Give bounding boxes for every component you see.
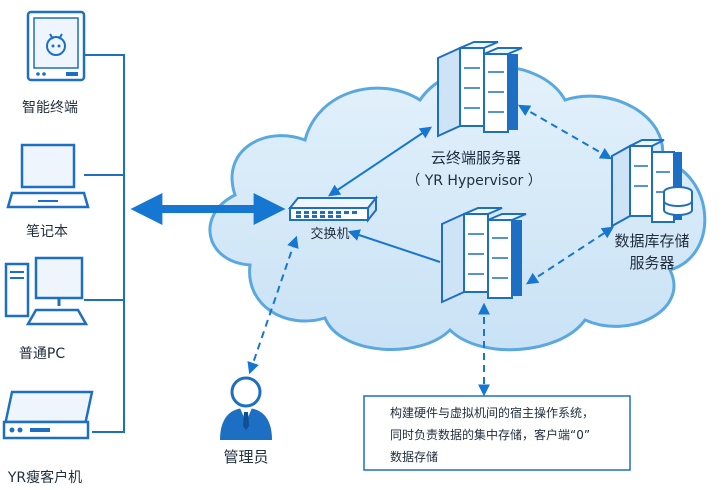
cloud-server-to-db-link [517,104,613,160]
database-server-icon [611,139,693,228]
desktop-pc-icon [4,256,89,326]
pc-label: 普通PC [19,346,65,362]
admin-label: 管理员 [223,448,268,466]
host-to-db-link [525,226,615,285]
switch-to-cloud-server-link [328,126,432,197]
callout-line2: 同时负责数据的集中存储，客户端“0” [390,427,590,442]
db-server-label-line1: 数据库存储 [614,232,689,250]
host-server-icon [441,207,527,304]
db-server-label-line2: 服务器 [629,254,674,272]
server-rack-icon [437,41,523,138]
laptop-label: 笔记本 [26,224,68,240]
callout-box: 构建硬件与虚拟机间的宿主操作系统， 同时负责数据的集中存储，客户端“0” 数据存… [363,395,631,471]
callout-line3: 数据存储 [390,449,438,464]
switch-label: 交换机 [310,226,349,242]
laptop-icon [6,143,90,209]
cloud-server-label-line2: （ YR Hypervisor ） [406,173,542,189]
client-bus-line [84,54,125,433]
thin-client-label: YR瘦客户机 [7,469,82,486]
callout-line1: 构建硬件与虚拟机间的宿主操作系统， [390,405,594,420]
smart-terminal-label: 智能终端 [22,100,78,116]
network-switch-icon [287,195,379,223]
admin-person-icon [220,376,272,440]
cloud-server-label-line1: 云终端服务器 [431,149,521,167]
monitor-robot-icon [26,10,86,82]
thin-client-box-icon [2,390,94,440]
host-to-switch-link [347,229,441,263]
